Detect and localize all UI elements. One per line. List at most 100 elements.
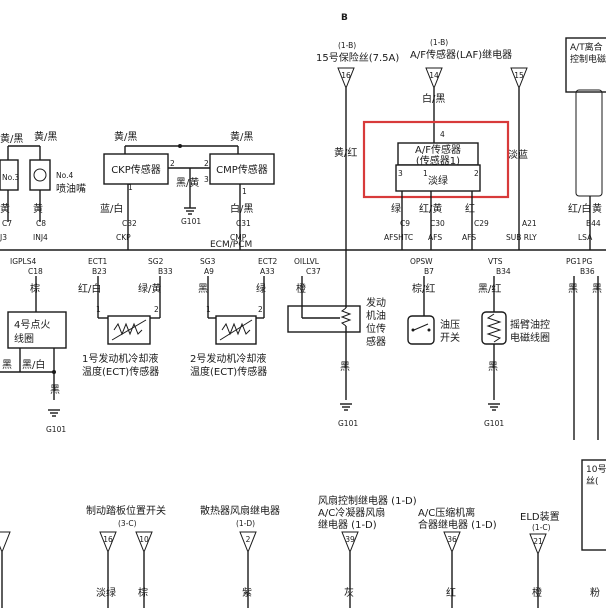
pin-sg3: SG3 xyxy=(200,257,216,266)
af-pin-2: 2 xyxy=(474,169,479,178)
ignition-label-2: 线圈 xyxy=(14,332,34,345)
oil-level-label-2: 机油 xyxy=(366,309,386,322)
wire-hei-f: 黑 xyxy=(592,283,602,295)
ignition-coil-4 xyxy=(7,311,67,349)
injector-no4 xyxy=(29,159,51,191)
svg-text:2: 2 xyxy=(246,535,251,544)
wire-zi: 紫 xyxy=(242,587,252,599)
pin-opsw: OPSW xyxy=(410,257,433,266)
pin-b34: B34 xyxy=(496,267,511,276)
ground-g101-a: G101 xyxy=(181,217,201,226)
ac-relay-label-1: A/C压缩机离 xyxy=(418,506,475,519)
wire-hei-e: 黑 xyxy=(568,283,578,295)
connector-left-partial xyxy=(0,531,11,554)
oil-level-label-3: 位传 xyxy=(366,322,386,335)
left-wire-huang-hei-2: 黄/黑 xyxy=(34,130,57,143)
ect2-pin-2: 2 xyxy=(258,305,263,314)
wire-hong-b: 红 xyxy=(446,586,456,599)
wire-fen: 粉 xyxy=(590,586,600,599)
connector-eld-21: 21 xyxy=(529,533,547,556)
radiator-relay-label: 散热器风扇继电器 xyxy=(200,504,280,517)
pin-c37: C37 xyxy=(306,267,321,276)
pin-c30: C30 xyxy=(430,219,445,228)
ect2-label-1: 2号发动机冷却液 xyxy=(190,352,266,365)
laf-relay-ref: (1-B) xyxy=(430,38,448,47)
pin-c7: C7 xyxy=(2,219,12,228)
fuse-10-box xyxy=(581,459,606,551)
pin-ckp: CKP xyxy=(116,233,131,242)
connector-radiator-2: 2 xyxy=(239,531,257,554)
wire-huang-r: 黄 xyxy=(592,202,602,215)
af-sensor-body xyxy=(395,164,481,192)
connector-15: 15 xyxy=(510,67,528,90)
ground-g101-b: G101 xyxy=(46,425,66,434)
radiator-relay-ref: (1-D) xyxy=(236,519,255,528)
cmp-pin-3: 3 xyxy=(204,175,209,184)
ckp-label: CKP传感器 xyxy=(111,163,161,176)
pin-ect2: ECT2 xyxy=(258,257,278,266)
pin-sub-rly: SUB RLY xyxy=(506,233,537,242)
ground-g101-d: G101 xyxy=(484,419,504,428)
cmp-pin-1: 1 xyxy=(242,187,247,196)
eld-ref: (1-C) xyxy=(532,523,551,532)
brake-switch-ref: (3-C) xyxy=(118,519,137,528)
pin-vts: VTS xyxy=(488,257,503,266)
ect1-label-1: 1号发动机冷却液 xyxy=(82,352,158,365)
af-sensor-subtitle: (传感器1) xyxy=(416,154,460,167)
label-j3: J3 xyxy=(0,233,7,242)
no3-label: No.3 xyxy=(2,173,19,182)
pin-pg1: PG1 xyxy=(566,257,581,266)
fan-relay-label-3: 继电器 (1-D) xyxy=(318,518,377,531)
at-clutch-coil xyxy=(575,89,603,197)
ground-g101-c: G101 xyxy=(338,419,358,428)
rocker-label-2: 电磁线圈 xyxy=(510,331,550,344)
connector-fan-39: 39 xyxy=(341,531,359,554)
ect2-label-2: 温度(ECT)传感器 xyxy=(190,365,267,378)
oil-pressure-switch xyxy=(407,315,435,345)
svg-text:16: 16 xyxy=(103,535,113,544)
wire-hui: 灰 xyxy=(344,586,354,599)
pin-ect1: ECT1 xyxy=(88,257,108,266)
pin-afs-1: AFS xyxy=(428,233,442,242)
fuse-10-label-2: 丝( xyxy=(586,475,599,487)
brake-switch-label: 制动踏板位置开关 xyxy=(86,504,166,517)
wire-cheng: 橙 xyxy=(296,282,306,295)
oil-level-label-4: 感器 xyxy=(366,335,386,348)
af-sensor-highlight xyxy=(362,120,510,199)
ckp-pin-1: 1 xyxy=(128,183,133,192)
pin-c31: C31 xyxy=(236,219,251,228)
wire-huang-hei-ckp: 黄/黑 xyxy=(114,130,137,143)
wire-hei-left: 黑 xyxy=(2,359,12,371)
pin-sg2: SG2 xyxy=(148,257,164,266)
ect1-label-2: 温度(ECT)传感器 xyxy=(82,365,159,378)
wire-zong-b: 棕 xyxy=(138,586,148,599)
wire-hei-d: 黑 xyxy=(488,361,498,373)
ect2-pin-1: 1 xyxy=(206,305,211,314)
ckp-pin-2: 2 xyxy=(170,159,175,168)
left-wire-huang-hei: 黄/黑 xyxy=(0,132,23,145)
fan-relay-label-2: A/C冷凝器风扇 xyxy=(318,506,385,519)
af-pin-3: 3 xyxy=(398,169,403,178)
left-wire-huang: 黄 xyxy=(0,202,10,215)
no4-sub: 喷油嘴 xyxy=(56,182,86,195)
ckp-sensor xyxy=(103,153,169,185)
af-pin-1: 1 xyxy=(423,169,428,178)
af-pin-4: 4 xyxy=(440,130,445,139)
cmp-pin-2: 2 xyxy=(204,159,209,168)
wire-hei-ect2: 黑 xyxy=(198,283,208,295)
ect1-pin-1: 1 xyxy=(96,305,101,314)
oil-level-sensor xyxy=(287,305,361,333)
pin-a9: A9 xyxy=(204,267,214,276)
pin-a33: A33 xyxy=(260,267,275,276)
connector-brake-10: 10 xyxy=(135,531,153,554)
eld-label: ELD装置 xyxy=(520,510,560,523)
wire-hei-bai: 黑/白 xyxy=(22,358,45,371)
svg-text:16: 16 xyxy=(341,71,351,80)
wire-bai-hei: 白/黑 xyxy=(422,92,445,105)
oil-level-label-1: 发动 xyxy=(366,296,386,309)
pin-lsa: LSA xyxy=(578,233,593,242)
fuse-10-label-1: 10号 xyxy=(586,464,606,475)
cmp-sensor xyxy=(209,153,275,185)
oil-pressure-label-1: 油压 xyxy=(440,318,460,331)
